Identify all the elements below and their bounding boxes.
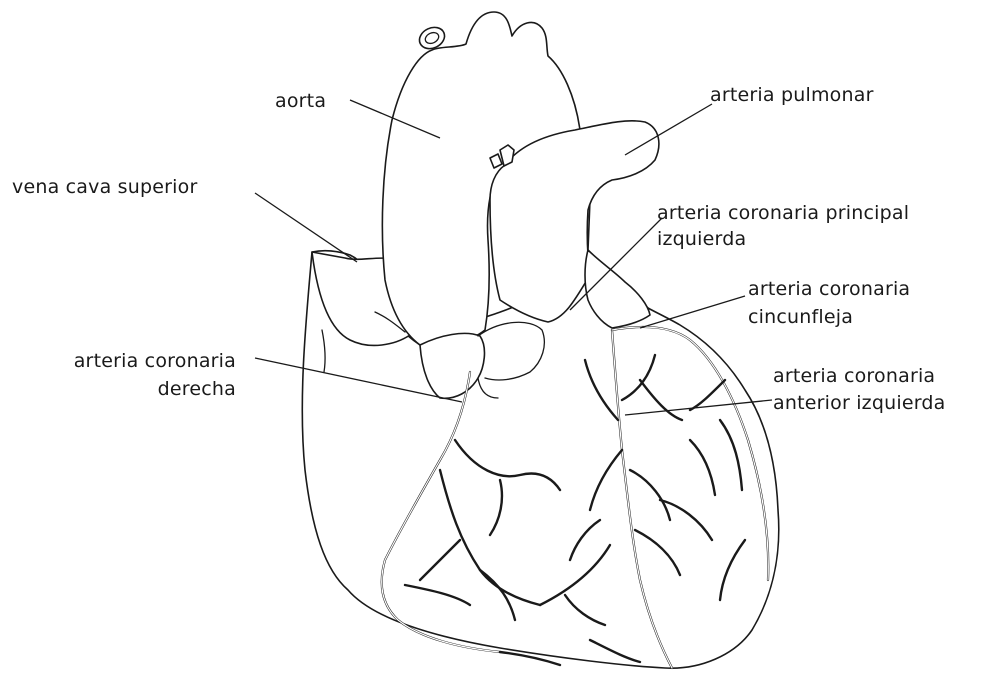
label-lad-line1: arteria coronaria — [773, 363, 935, 389]
label-aorta: aorta — [275, 88, 326, 114]
label-lad-line2: anterior izquierda — [773, 390, 946, 416]
label-circumflex-line1: arteria coronaria — [748, 276, 910, 302]
leader-svc — [255, 193, 357, 262]
label-superior-vena-cava: vena cava superior — [12, 174, 198, 200]
label-left-main-coronary-line1: arteria coronaria principal — [657, 200, 909, 226]
label-circumflex-line2: cincunfleja — [748, 304, 853, 330]
label-right-coronary-line2: derecha — [20, 376, 236, 402]
label-right-coronary-line1: arteria coronaria — [20, 348, 236, 374]
label-left-main-coronary-line2: izquierda — [657, 226, 746, 252]
label-pulmonary-artery: arteria pulmonar — [710, 82, 874, 108]
